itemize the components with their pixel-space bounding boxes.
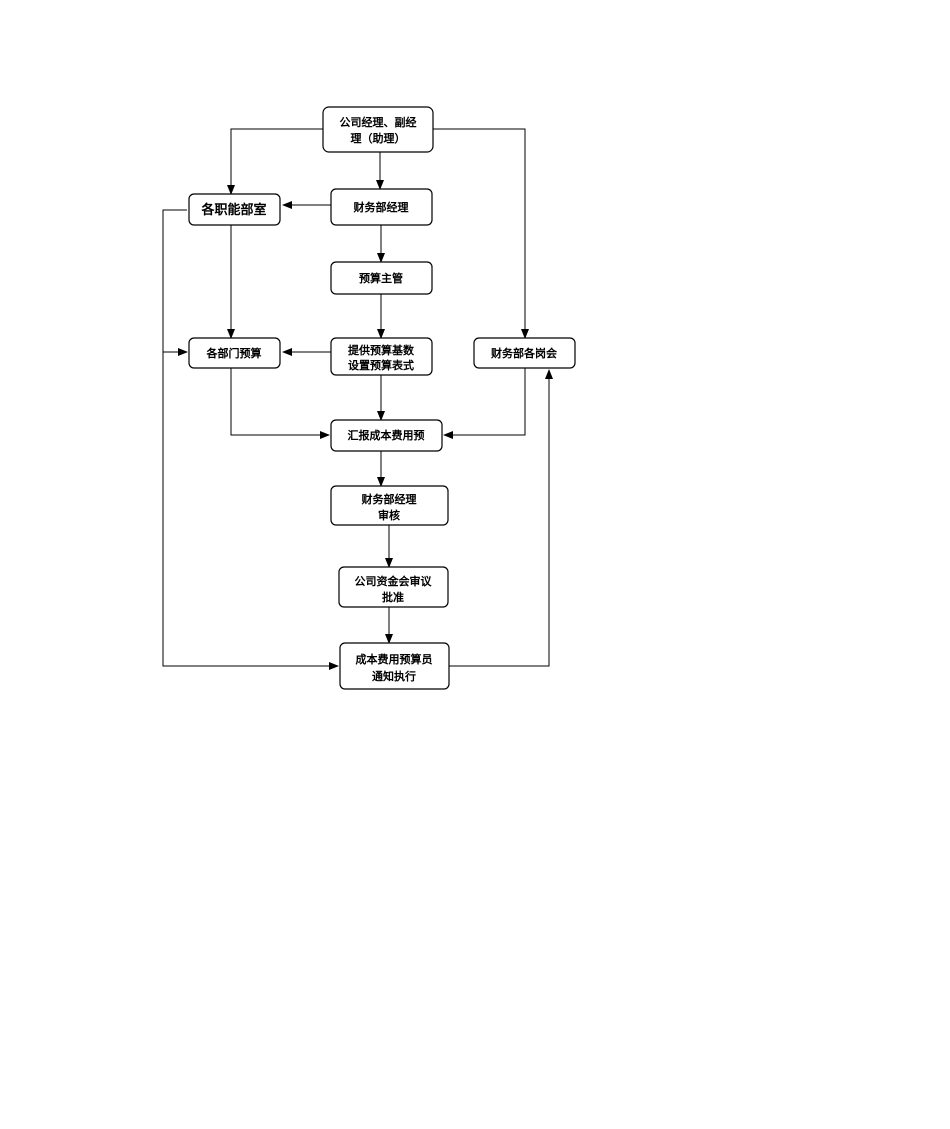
node-notify-execution: 成本费用预算员 通知执行: [339, 642, 450, 690]
node-finance-manager-review-line1: 财务部经理: [361, 492, 417, 506]
node-functional-departments-label: 各职能部室: [200, 202, 266, 218]
node-functional-departments: 各职能部室: [188, 193, 281, 226]
node-finance-accountants: 财务部各岗会: [473, 337, 576, 369]
edge-gm-to-depts: [227, 128, 323, 195]
node-company-manager-line1: 公司经理、副经: [340, 115, 417, 129]
node-funds-committee-approval: 公司资金会审议 批准: [338, 566, 449, 608]
node-funds-committee-approval-line2: 批准: [382, 590, 404, 604]
edge-fin-acct-to-report: [443, 368, 526, 439]
node-funds-committee-approval-line1: 公司资金会审议: [355, 574, 433, 588]
node-notify-execution-line2: 通知执行: [372, 669, 416, 683]
node-finance-accountants-label: 财务部各岗会: [490, 346, 558, 360]
connectors: [162, 128, 553, 670]
node-company-manager: 公司经理、副经 理（助理）: [322, 106, 434, 153]
node-notify-execution-line1: 成本费用预算员: [356, 652, 433, 666]
node-budget-supervisor: 预算主管: [330, 261, 433, 295]
edge-notify-to-fin-acct: [449, 369, 553, 667]
node-report-cost-budget-label: 汇报成本费用预: [348, 428, 425, 442]
node-finance-manager-review: 财务部经理 审核: [330, 485, 449, 526]
node-report-cost-budget: 汇报成本费用预: [330, 419, 443, 452]
edge-dept-budget-to-report: [230, 368, 330, 439]
node-budget-supervisor-label: 预算主管: [359, 271, 403, 285]
node-finance-manager: 财务部经理: [330, 188, 433, 226]
node-finance-manager-label: 财务部经理: [353, 200, 409, 214]
node-company-manager-line2: 理（助理）: [351, 131, 406, 145]
node-department-budget: 各部门预算: [188, 337, 281, 369]
node-provide-budget-base-line2: 设置预算表式: [348, 358, 414, 372]
node-provide-budget-base: 提供预算基数 设置预算表式: [330, 337, 433, 376]
edge-depts-to-notify: [162, 209, 339, 670]
edge-gm-to-fin-acct: [433, 128, 529, 339]
node-department-budget-label: 各部门预算: [206, 346, 262, 360]
node-finance-manager-review-line2: 审核: [378, 508, 400, 522]
node-provide-budget-base-line1: 提供预算基数: [348, 343, 415, 357]
